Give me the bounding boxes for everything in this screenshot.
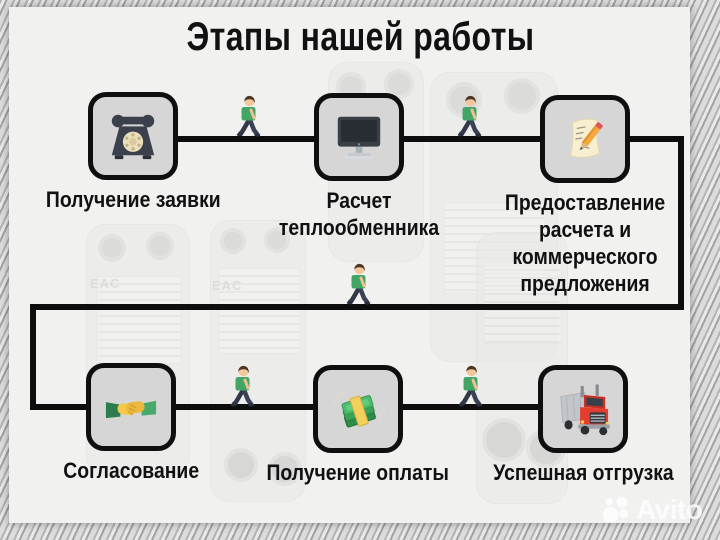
eac-marking: EAC	[90, 276, 121, 291]
telephone-icon	[111, 114, 155, 160]
step-proposal: Предоставление расчета и коммерческого п…	[478, 95, 692, 297]
step-label: Согласование	[63, 458, 199, 483]
step-label: Успешная отгрузка	[492, 460, 674, 485]
connector-line	[403, 136, 540, 142]
walking-person-icon	[230, 365, 255, 407]
avito-logo-icon	[602, 496, 629, 523]
port-circle	[146, 232, 174, 260]
step-label: Получение оплаты	[266, 460, 450, 485]
memo-pencil-icon	[569, 118, 603, 158]
step-approval: Согласование	[11, 363, 251, 484]
computer-icon	[337, 116, 381, 159]
step-request: Получение заявки	[13, 92, 253, 213]
walking-person-icon	[458, 365, 483, 407]
walking-person-icon	[457, 95, 482, 137]
step-payment: Получение оплаты	[228, 365, 488, 486]
step-icon-box	[313, 365, 403, 453]
label-plate	[218, 268, 300, 354]
step-calculation: Расчет теплообменника	[239, 93, 479, 241]
connector-line	[630, 136, 684, 142]
step-label: Расчет теплообменника	[278, 188, 440, 240]
truck-icon	[560, 384, 610, 436]
step-icon-box	[538, 365, 628, 453]
step-shipping: Успешная отгрузка	[453, 365, 713, 486]
step-icon-box	[88, 92, 178, 180]
step-icon-box	[314, 93, 404, 181]
port-circle	[504, 78, 540, 114]
port-circle	[220, 228, 246, 254]
port-circle	[482, 418, 526, 462]
eac-marking: EAC	[212, 278, 243, 293]
step-label: Получение заявки	[45, 187, 221, 212]
avito-watermark: Avito	[602, 493, 703, 527]
port-circle	[264, 227, 290, 253]
money-with-wings-icon	[333, 390, 385, 428]
avito-wordmark: Avito	[636, 494, 703, 525]
port-circle	[98, 234, 126, 262]
page-title: Этапы нашей работы	[0, 15, 720, 60]
connector-line	[30, 304, 684, 310]
heat-exchanger-photo: EAC	[86, 224, 190, 476]
connector-line	[678, 136, 684, 310]
connector-line	[178, 136, 315, 142]
walking-person-icon	[346, 263, 371, 305]
step-icon-box	[540, 95, 630, 183]
page-title-text: Этапы нашей работы	[186, 15, 534, 59]
step-label: Предоставление расчета и коммерческого п…	[504, 190, 666, 296]
connector-line	[175, 404, 313, 410]
connector-line	[30, 304, 36, 410]
label-plate	[96, 276, 182, 364]
port-circle	[224, 448, 258, 482]
step-icon-box	[86, 363, 176, 451]
handshake-icon	[105, 400, 157, 419]
connector-line	[30, 404, 87, 410]
port-circle	[268, 452, 302, 486]
heat-exchanger-photo: EAC	[210, 220, 306, 502]
connector-line	[403, 404, 538, 410]
label-plate	[484, 262, 562, 344]
walking-person-icon	[236, 95, 261, 137]
